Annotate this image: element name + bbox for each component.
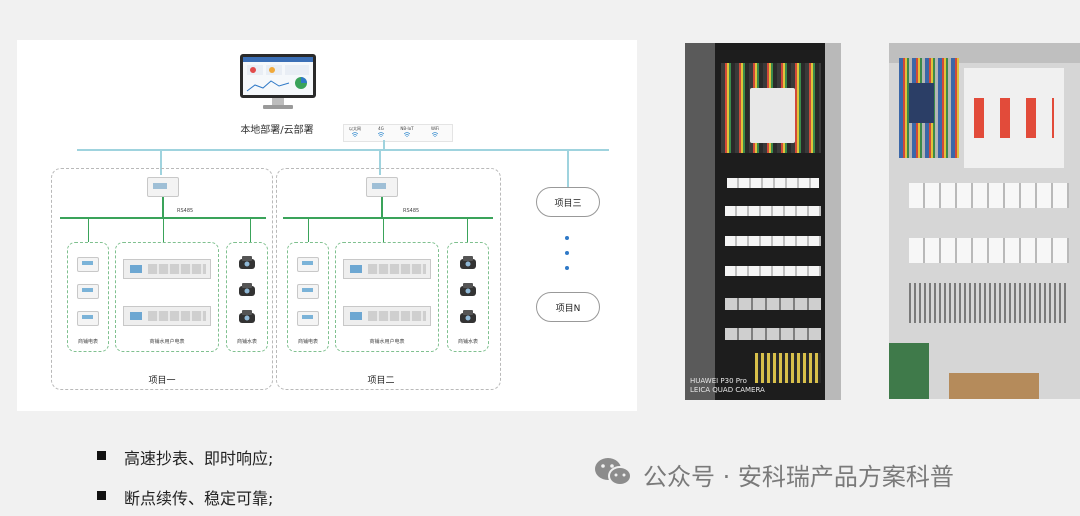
group-link [163, 217, 164, 242]
ellipsis-dot [565, 266, 569, 270]
bus-drop-1 [160, 149, 162, 175]
cable-bundle [909, 283, 1069, 323]
wifi-icon [352, 132, 358, 137]
ellipsis-dot [565, 251, 569, 255]
water-meter-icon [460, 283, 476, 296]
meter-row [725, 206, 821, 216]
electric-meter [297, 284, 319, 299]
breaker-block [750, 88, 795, 143]
wechat-icon [595, 458, 632, 486]
gateway-device [147, 177, 179, 197]
water-meter-icon [239, 283, 255, 296]
gateway-link [162, 197, 164, 217]
box [949, 373, 1039, 399]
project-box-1 [51, 168, 273, 390]
electric-meter [77, 311, 99, 326]
group-label: 商铺电表 [297, 339, 318, 345]
water-meter-icon [460, 310, 476, 323]
electric-meter [77, 257, 99, 272]
bullet-icon [97, 451, 106, 460]
main-breaker [909, 83, 934, 123]
rs485-bus-line [283, 217, 493, 219]
wifi-icon [378, 132, 384, 137]
project-n-pill: 项目N [536, 292, 600, 322]
cabinet-door-edge [685, 43, 715, 400]
group-electric-meters [67, 242, 109, 352]
group-label: 商铺水表 [236, 339, 257, 345]
group-water-meters [447, 242, 489, 352]
deployment-label: 本地部署/云部署 [240, 125, 314, 136]
cabinet-frame [825, 43, 841, 400]
watermark-text: 公众号 · 安科瑞产品方案科普 [643, 463, 954, 491]
terminal-row [725, 298, 821, 310]
meter-row [725, 266, 821, 276]
group-link [250, 217, 251, 242]
camera-watermark: HUAWEI P30 Pro LEICA QUAD CAMERA [690, 377, 765, 395]
water-meter-icon [239, 310, 255, 323]
ellipsis-dot [565, 236, 569, 240]
camera-caption-line2: LEICA QUAD CAMERA [690, 386, 765, 394]
bus-drop-2 [379, 149, 381, 175]
group-water-meters [226, 242, 268, 352]
main-bus-line [77, 149, 609, 151]
group-link [467, 217, 468, 242]
terminal-row [725, 328, 821, 340]
gateway-link [381, 197, 383, 217]
comm-label-nbiot: NB-IoT [400, 126, 414, 131]
cabinet-photo-1: HUAWEI P30 Pro LEICA QUAD CAMERA [685, 43, 841, 400]
cable-duct [889, 343, 929, 399]
bullet-text-1: 高速抄表、即时响应; [124, 449, 274, 468]
project-name-1: 项目一 [148, 376, 176, 386]
group-label: 商铺水用户电表 [149, 339, 185, 345]
comm-label-ethernet: 以太网 [349, 126, 361, 131]
bullet-icon [97, 491, 106, 500]
bus-drop-3 [567, 149, 569, 187]
multi-user-meter [123, 259, 211, 279]
gateway-device [366, 177, 398, 197]
group-link [383, 217, 384, 242]
monitor-icon [240, 54, 316, 109]
electric-meter [297, 257, 319, 272]
group-electric-meters [287, 242, 329, 352]
group-label: 商铺电表 [77, 339, 98, 345]
multi-user-meter [343, 306, 431, 326]
wifi-icon [432, 132, 438, 137]
cable-bundle [755, 353, 821, 383]
comm-label-wifi: WiFi [430, 126, 440, 131]
bus-label: RS485 [177, 208, 194, 214]
comm-icons-strip [343, 124, 453, 142]
water-meter-icon [460, 256, 476, 269]
cabinet-photo-2 [889, 43, 1080, 399]
project-3-pill: 项目三 [536, 187, 600, 217]
group-link [88, 217, 89, 242]
group-multi-meters [335, 242, 439, 352]
breaker-switches [974, 98, 1054, 138]
comm-connector [383, 140, 385, 150]
meter-row [909, 183, 1069, 208]
camera-caption-line1: HUAWEI P30 Pro [690, 377, 747, 385]
meter-row [727, 178, 819, 188]
electric-meter [297, 311, 319, 326]
meter-row [725, 236, 821, 246]
diagram-panel: 本地部署/云部署 以太网 4G NB-IoT WiFi RS485 商铺电表 商… [17, 40, 637, 411]
project-name-2: 项目二 [367, 376, 395, 386]
comm-label-4g: 4G [378, 126, 384, 131]
project-box-2 [276, 168, 501, 390]
water-meter-icon [239, 256, 255, 269]
multi-user-meter [343, 259, 431, 279]
group-label: 商铺水表 [457, 339, 478, 345]
bullet-text-2: 断点续传、稳定可靠; [124, 489, 274, 508]
wifi-icon [404, 132, 410, 137]
bus-label: RS485 [403, 208, 420, 214]
group-link [308, 217, 309, 242]
group-multi-meters [115, 242, 219, 352]
electric-meter [77, 284, 99, 299]
multi-user-meter [123, 306, 211, 326]
meter-row [909, 238, 1069, 263]
group-label: 商铺水用户电表 [369, 339, 405, 345]
